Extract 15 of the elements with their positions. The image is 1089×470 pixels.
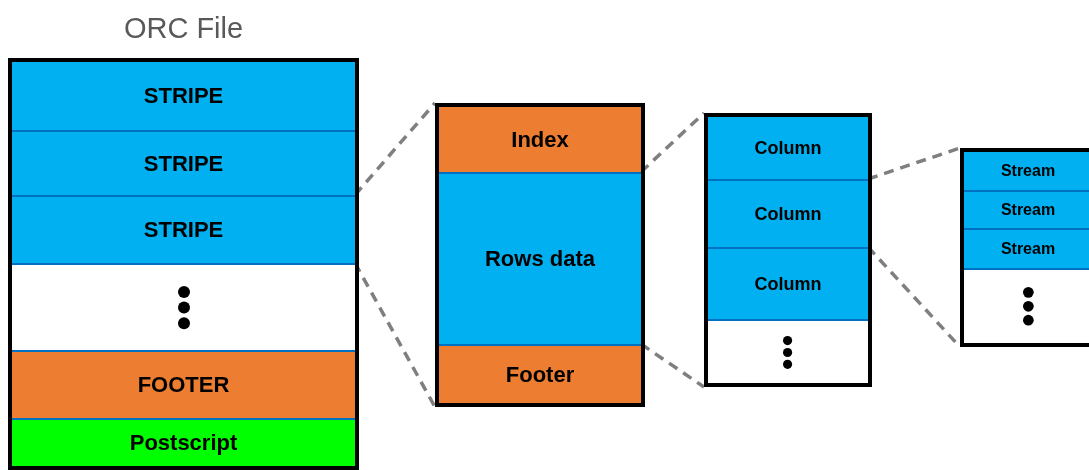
segment-label: Index (511, 126, 569, 153)
segment-label: STRIPE (143, 150, 224, 177)
segment-label: Stream (1000, 201, 1056, 219)
segment-label: Postscript (129, 430, 238, 456)
segment-label: FOOTER (137, 372, 230, 398)
segment-label: STRIPE (143, 217, 224, 243)
segment-label: Column (754, 137, 822, 159)
segment-label: Column (754, 203, 822, 225)
segment-label: STRIPE (143, 83, 224, 109)
segment-label: Column (754, 273, 822, 295)
segment-label: Rows data (485, 246, 595, 272)
segment-label: Stream (1000, 162, 1056, 180)
segment-label: Stream (1000, 240, 1056, 258)
file-heading: ORC File (122, 11, 245, 46)
segment-label: Footer (505, 361, 575, 388)
